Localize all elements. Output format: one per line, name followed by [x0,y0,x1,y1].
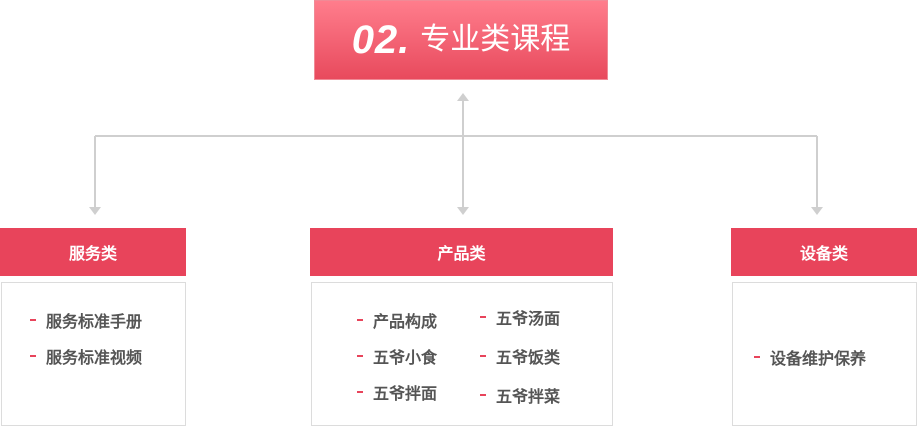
bullet-dash [357,355,363,357]
arrow-up-title [457,93,469,101]
item-label: 服务标准视频 [46,350,143,367]
bullet-dash [357,391,363,393]
list-item: 五爷汤面 [480,305,560,329]
category-box-product: 产品构成 五爷小食 五爷拌面 五爷汤面 五爷饭类 五爷拌菜 [311,282,613,426]
bullet-dash [480,394,486,396]
list-item: 五爷小食 [357,344,437,368]
item-label: 五爷饭类 [496,350,561,367]
arrow-down-equipment [811,207,823,215]
bullet-dash [357,319,363,321]
item-label: 五爷拌面 [373,386,438,403]
item-label: 服务标准手册 [46,314,143,331]
category-box-equipment: 设备维护保养 [732,282,917,426]
bullet-dash [30,355,36,357]
list-item: 服务标准视频 [30,344,142,368]
title-text: 专业类课程 [420,23,571,56]
category-box-service: 服务标准手册 服务标准视频 [1,282,186,426]
title-box: 02. 专业类课程 [314,0,608,80]
bullet-dash [480,316,486,318]
item-label: 设备维护保养 [770,351,867,368]
item-label: 五爷小食 [373,350,438,367]
list-item: 设备维护保养 [754,345,866,369]
list-item: 五爷饭类 [480,344,560,368]
item-label: 五爷汤面 [496,311,561,328]
list-item: 产品构成 [357,308,437,332]
bullet-dash [30,319,36,321]
list-item: 五爷拌面 [357,380,437,404]
arrow-down-product [457,207,469,215]
arrow-down-service [89,207,101,215]
bullet-dash [480,355,486,357]
bullet-dash [754,356,760,358]
list-item: 服务标准手册 [30,308,142,332]
item-label: 五爷拌菜 [496,389,561,406]
item-label: 产品构成 [373,314,438,331]
category-header-product: 产品类 [310,228,613,276]
category-header-service: 服务类 [0,228,186,276]
category-header-equipment: 设备类 [731,228,917,276]
title-number: 02. [351,18,411,62]
list-item: 五爷拌菜 [480,383,560,407]
